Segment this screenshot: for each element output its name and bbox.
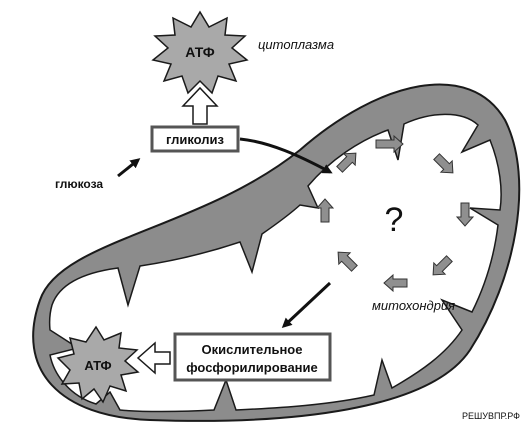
atp-top-label: АТФ <box>185 44 214 60</box>
glucose-label: глюкоза <box>55 177 103 191</box>
oxphos-label-line1: Окислительное <box>202 342 303 357</box>
cytoplasm-label: цитоплазма <box>258 37 334 52</box>
glycolysis-label: гликолиз <box>166 132 225 147</box>
atp-bottom-label: АТФ <box>84 358 111 373</box>
glucose-arrow <box>118 160 138 176</box>
oxphos-label-line2: фосфорилирование <box>186 360 318 375</box>
watermark: РЕШУВПР.РФ <box>462 411 520 421</box>
unknown-process-label: ? <box>385 201 404 239</box>
mitochondria-label: митохондрия <box>372 298 455 313</box>
